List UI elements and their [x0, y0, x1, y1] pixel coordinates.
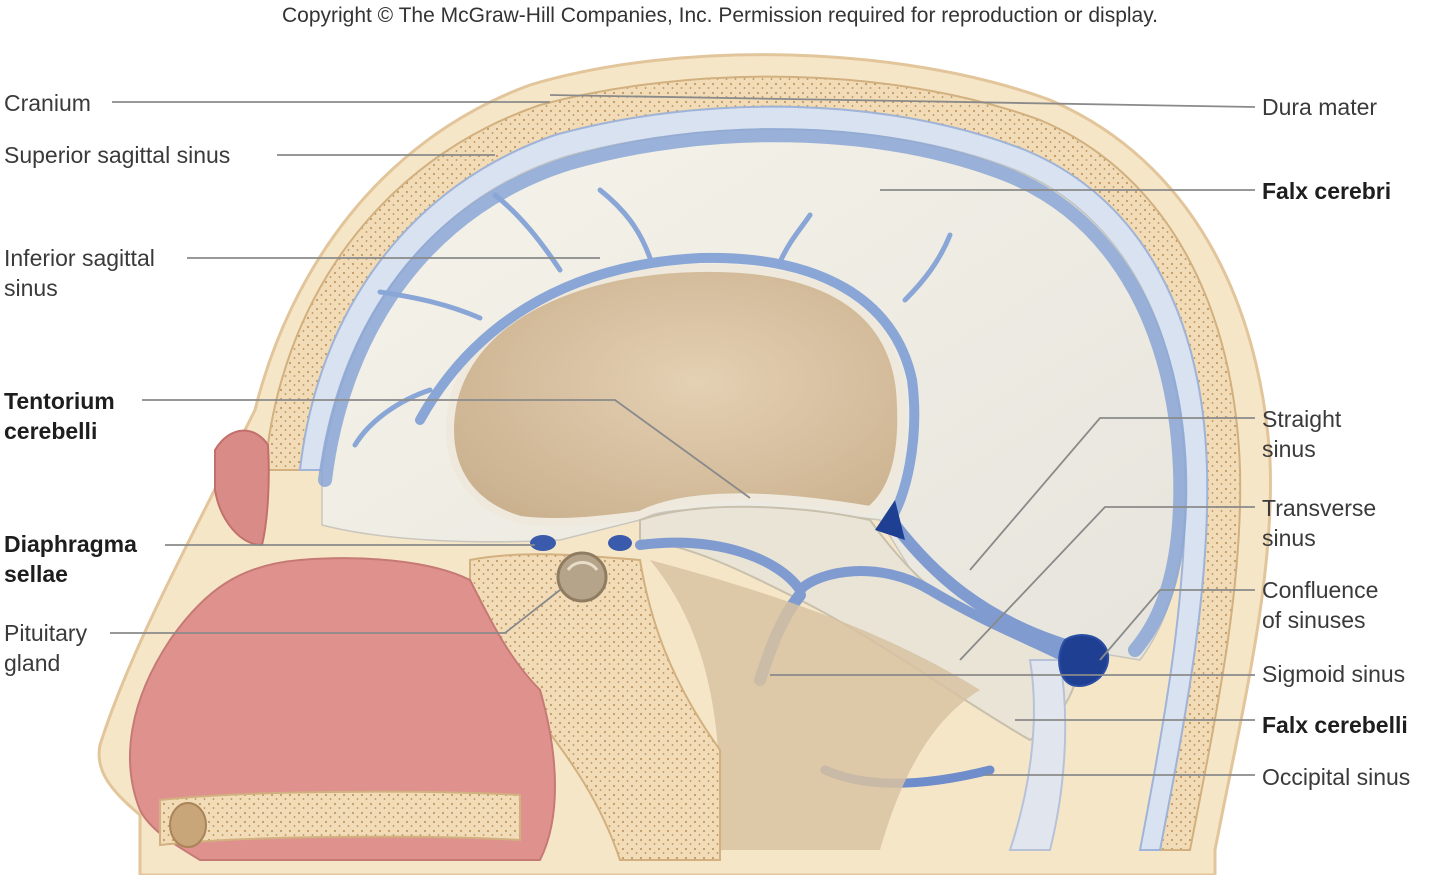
- label-inferior-sagittal-sinus: Inferior sagittal sinus: [4, 245, 155, 301]
- label-confluence-of-sinuses: Confluence of sinuses: [1262, 577, 1379, 633]
- label-straight-sinus: Straight sinus: [1262, 406, 1342, 462]
- cerebral-cavity: [445, 263, 906, 527]
- pituitary-gland: [556, 551, 608, 603]
- straight-sinus: [889, 519, 1081, 654]
- transverse-sinus: [635, 537, 1065, 660]
- label-dura-mater: Dura mater: [1262, 94, 1378, 120]
- inferior-sagittal-sinus: [415, 252, 920, 525]
- superior-sagittal-sinus: [318, 128, 1188, 657]
- cavernous-sinus-left: [530, 535, 556, 551]
- label-falx-cerebri: Falx cerebri: [1262, 178, 1392, 204]
- cavernous-sinus-right: [608, 535, 632, 551]
- label-sigmoid-sinus: Sigmoid sinus: [1262, 661, 1406, 687]
- falx-cerebelli: [1008, 659, 1067, 851]
- label-cranium: Cranium: [4, 90, 91, 116]
- hard-palate: [159, 790, 521, 847]
- straight-sinus-apex: [875, 500, 905, 540]
- label-tentorium-cerebelli: Tentorium cerebelli: [4, 388, 115, 444]
- label-pituitary-gland: Pituitary gland: [4, 620, 88, 676]
- label-superior-sagittal-sinus: Superior sagittal sinus: [4, 142, 231, 168]
- frontal-sinus: [214, 429, 270, 547]
- label-falx-cerebelli: Falx cerebelli: [1262, 712, 1408, 738]
- cerebellar-cavity: [650, 560, 980, 850]
- confluence-of-sinuses: [1058, 634, 1110, 687]
- leader-lines: [110, 94, 1256, 776]
- label-occipital-sinus: Occipital sinus: [1262, 764, 1411, 790]
- copyright-notice: Copyright © The McGraw-Hill Companies, I…: [281, 4, 1159, 27]
- tentorium-cerebelli: [639, 505, 1082, 742]
- cerebral-veins: [352, 187, 953, 448]
- label-transverse-sinus: Transverse sinus: [1262, 495, 1377, 551]
- label-diaphragma-sellae: Diaphragma sellae: [4, 531, 137, 587]
